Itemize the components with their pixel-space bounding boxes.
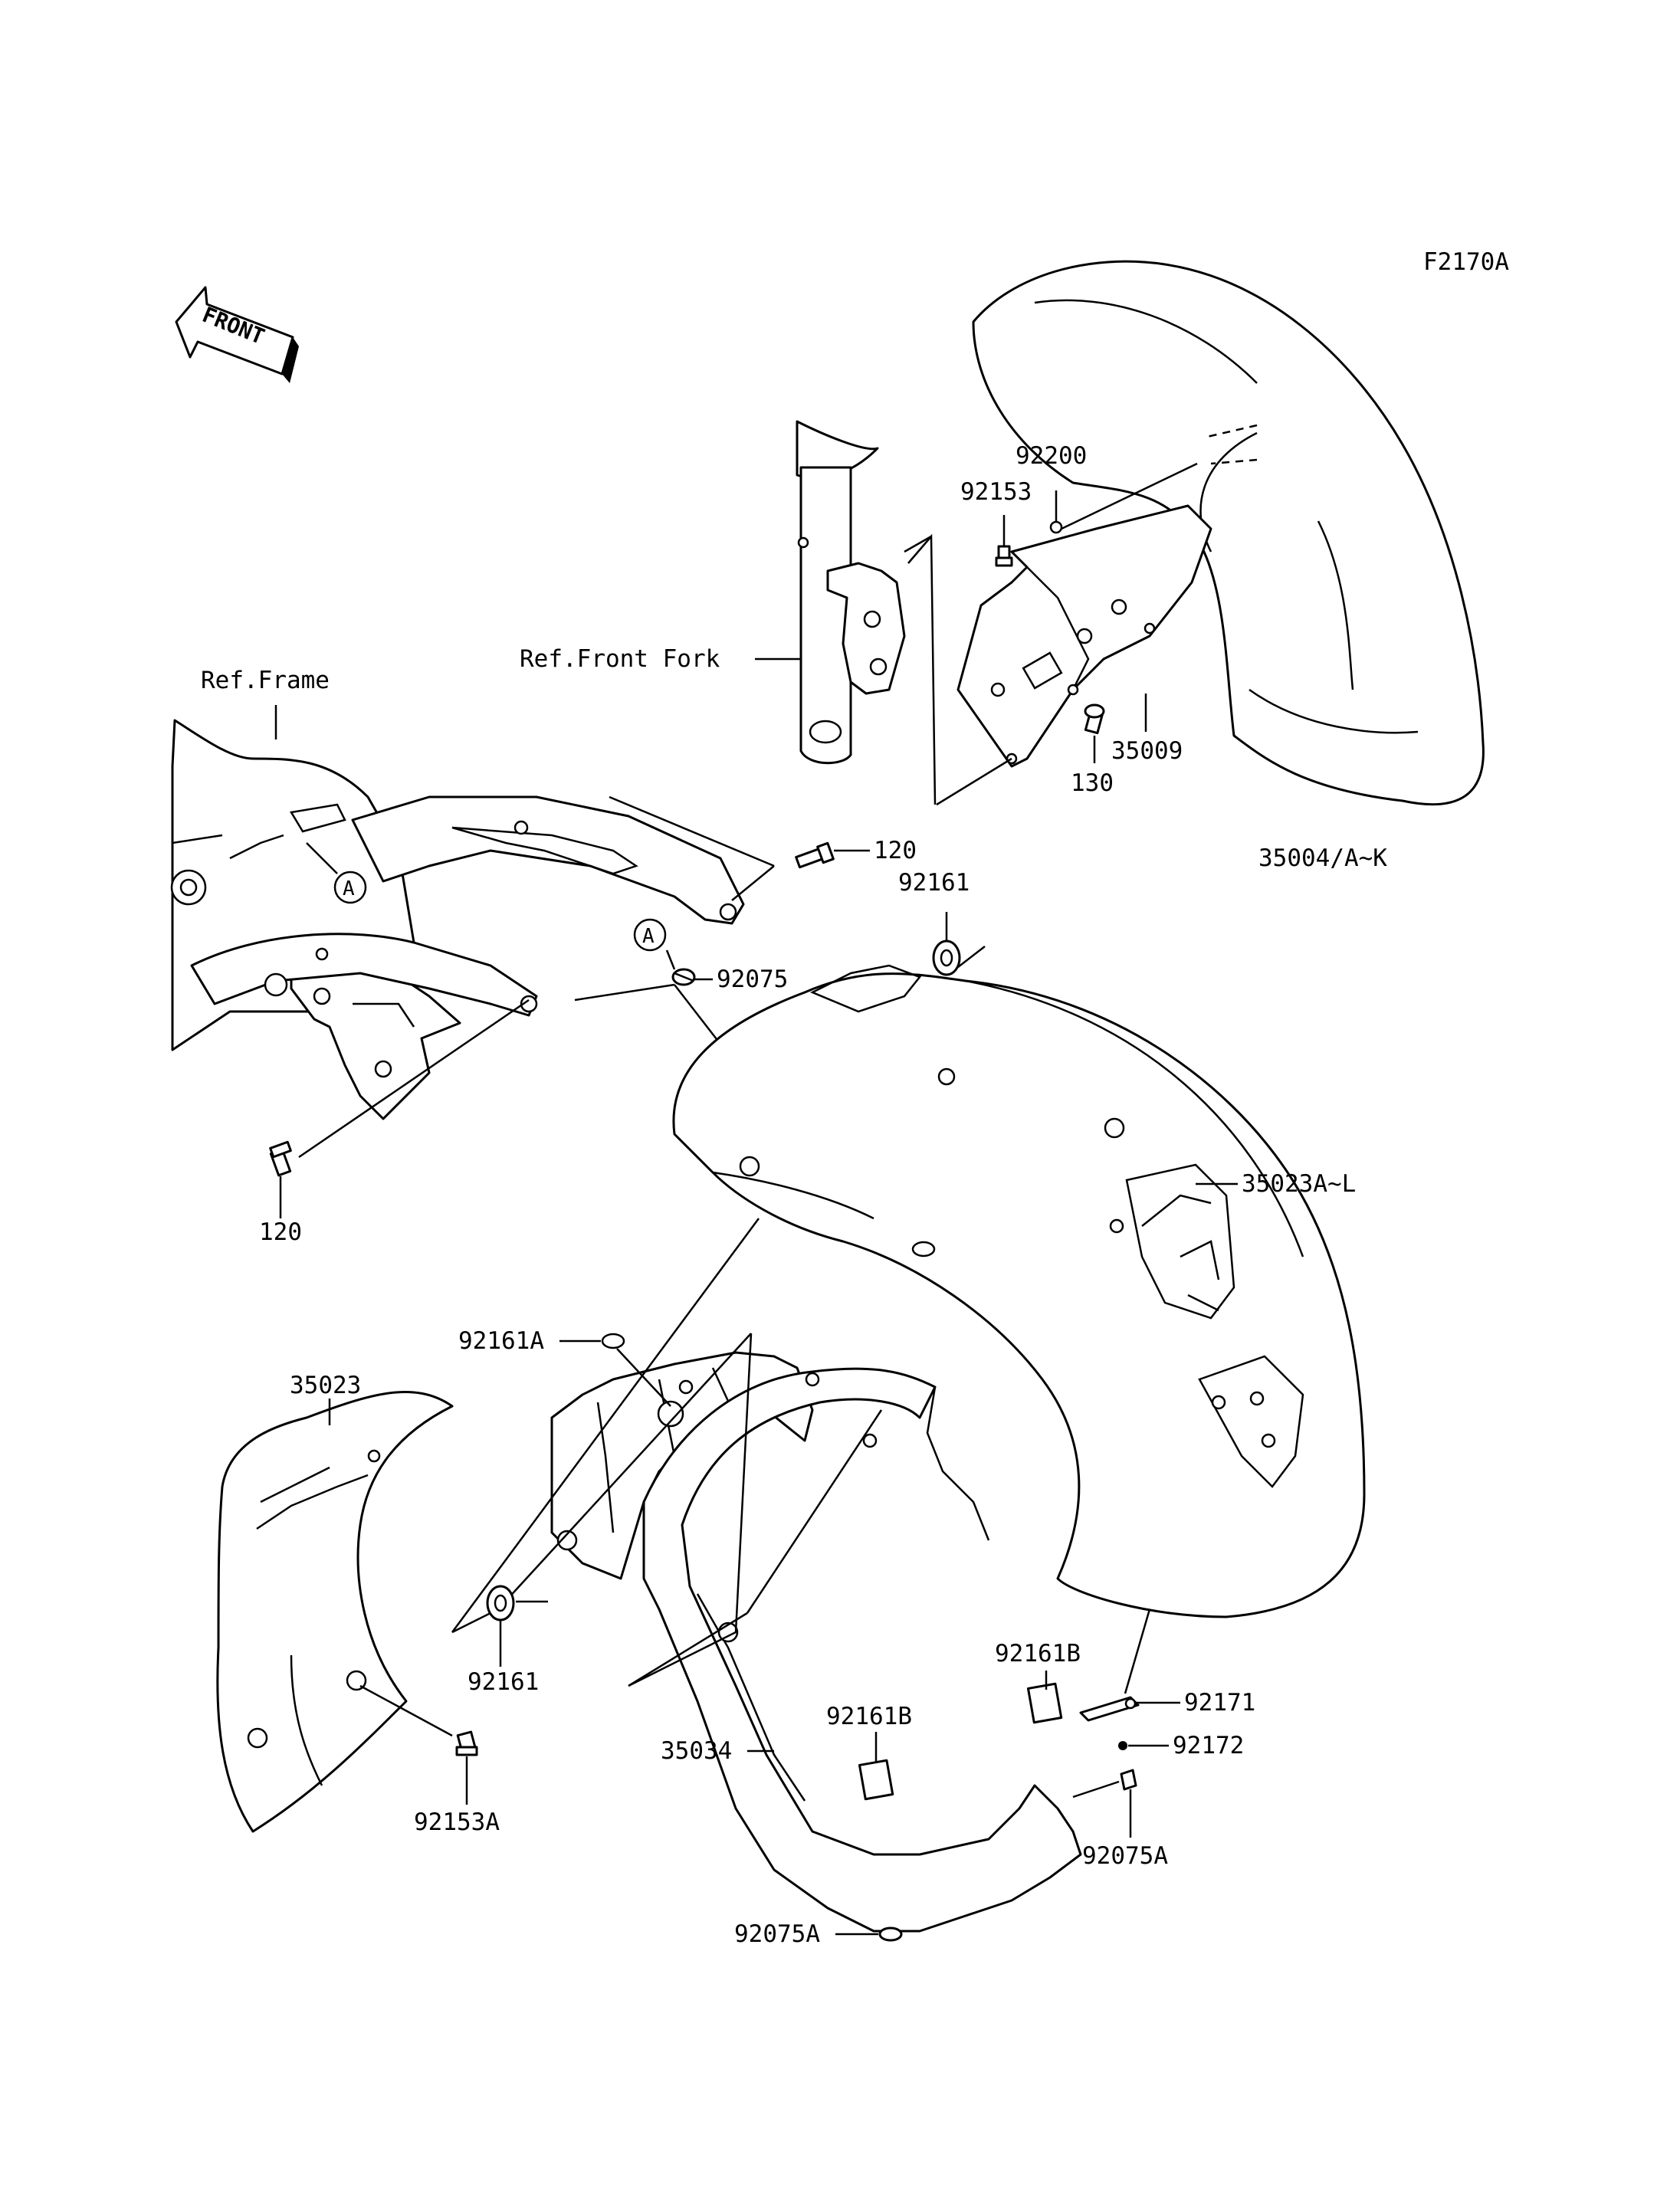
bolt-120-bottom — [269, 1140, 292, 1177]
pad-92161B-right — [1026, 1682, 1063, 1724]
part-label-35004: 35004/A~K — [1258, 844, 1387, 872]
part-label-92161-top: 92161 — [898, 869, 970, 897]
screw-92153A — [455, 1730, 478, 1756]
part-label-92075A-bottom: 92075A — [734, 1920, 820, 1948]
front-arrow-icon: FRONT — [175, 286, 299, 383]
part-label-35009: 35009 — [1111, 737, 1183, 765]
screw-92153 — [995, 545, 1013, 567]
callout-a-fender: A — [633, 918, 667, 952]
part-label-92153A: 92153A — [414, 1808, 500, 1836]
bolt-130 — [1084, 703, 1105, 735]
part-label-130: 130 — [1071, 769, 1114, 797]
front-fork — [796, 420, 906, 765]
part-label-92200: 92200 — [1016, 442, 1087, 470]
diagram-code: F2170A — [1423, 248, 1509, 276]
screw-92172 — [1118, 1741, 1127, 1750]
front-fender — [956, 260, 1485, 806]
part-label-92161B-right: 92161B — [995, 1640, 1081, 1667]
part-label-92161A: 92161A — [458, 1327, 544, 1355]
fender-cover-35023 — [216, 1391, 454, 1833]
rear-fender — [672, 964, 1366, 1618]
grommet-92161-mid — [486, 1585, 515, 1622]
clip-92075A-right — [1120, 1769, 1137, 1791]
pad-92161B-left — [858, 1759, 894, 1801]
clip-92075A-bottom — [878, 1926, 903, 1942]
part-label-92153: 92153 — [960, 478, 1032, 506]
part-label-92161B-left: 92161B — [826, 1703, 912, 1730]
part-label-92075A-right: 92075A — [1082, 1842, 1168, 1870]
ref-frame-label: Ref.Frame — [201, 667, 330, 694]
callout-a-frame: A — [333, 871, 367, 904]
bolt-120-top — [795, 841, 835, 869]
part-label-92075: 92075 — [717, 966, 788, 993]
part-label-35034: 35034 — [661, 1737, 732, 1765]
plate-92171 — [1079, 1696, 1140, 1722]
svg-text:A: A — [642, 925, 655, 948]
washer-92200 — [1049, 520, 1063, 534]
frame — [170, 719, 745, 1120]
part-label-92172: 92172 — [1173, 1732, 1244, 1759]
part-label-120-bottom: 120 — [259, 1218, 302, 1246]
svg-text:A: A — [343, 877, 355, 900]
part-label-92161-mid: 92161 — [468, 1668, 539, 1696]
part-label-35023AL: 35023A~L — [1242, 1170, 1356, 1198]
part-label-120-top: 120 — [874, 837, 917, 864]
ref-front-fork-label: Ref.Front Fork — [520, 645, 720, 673]
part-label-92171: 92171 — [1184, 1689, 1255, 1717]
clip-92075 — [671, 968, 696, 986]
grommet-92161-top — [932, 939, 961, 976]
plug-92161A — [601, 1333, 625, 1349]
part-label-35023: 35023 — [290, 1372, 361, 1399]
